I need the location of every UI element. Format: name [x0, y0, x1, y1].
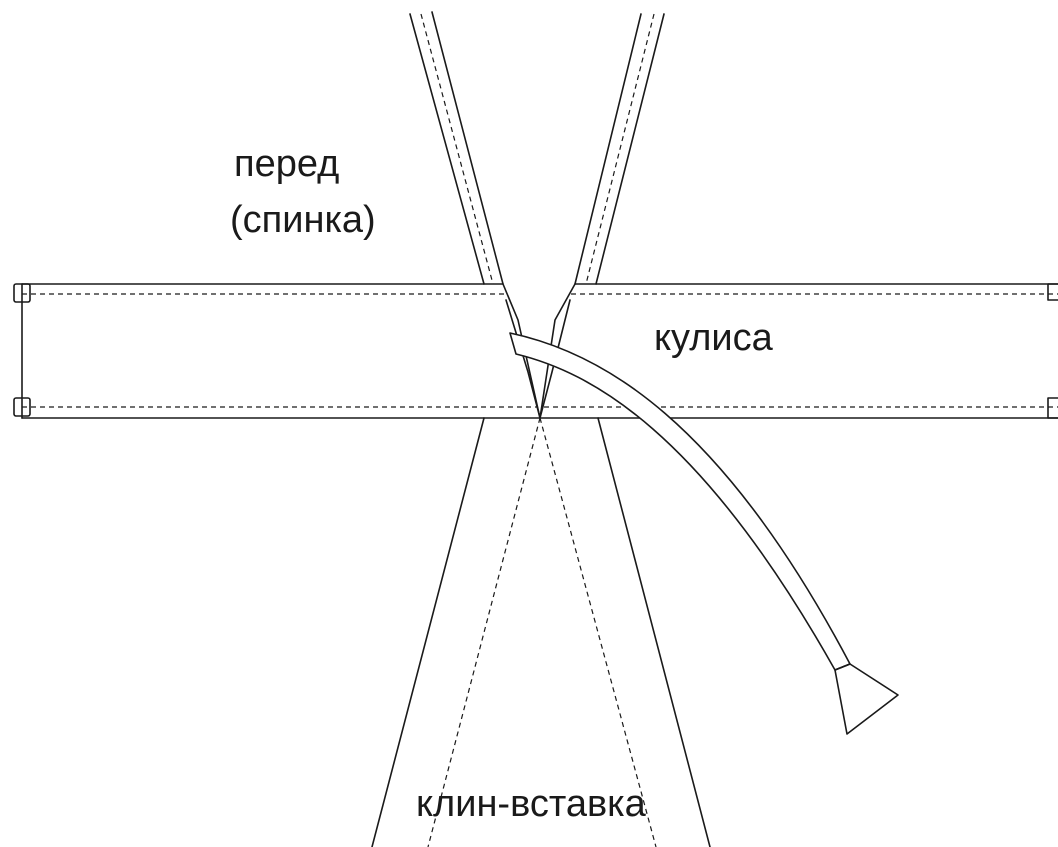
gusset-insert: [371, 417, 711, 847]
casing-left-tab-top: [13, 283, 31, 303]
casing-left-tab-bottom: [13, 397, 31, 417]
left-panel-outer-edge: [409, 13, 485, 285]
v-fold-inner-right: [539, 299, 571, 419]
label-back: (спинка): [230, 199, 376, 241]
drawstring-cord: [509, 332, 851, 671]
right-panel-seam: [585, 13, 655, 285]
left-panel-seam: [420, 13, 494, 285]
front-back-panels: [409, 11, 665, 285]
drawstring-tip: [834, 663, 899, 735]
gusset-left-edge: [371, 417, 485, 847]
label-casing: кулиса: [654, 317, 774, 359]
v-fold-inner-left: [505, 299, 541, 419]
label-gusset: клин-вставка: [416, 783, 647, 825]
drawstring-tip-joint: [834, 663, 851, 671]
right-panel-inner-edge: [574, 13, 642, 285]
gusset-left-seam: [427, 417, 541, 847]
drawstring: [509, 332, 899, 735]
casing-right-end: [1047, 283, 1058, 419]
gusset-right-seam: [539, 417, 657, 847]
label-front: перед: [234, 143, 339, 185]
left-panel-inner-edge: [431, 11, 504, 285]
gusset-right-edge: [597, 417, 711, 847]
right-panel-outer-edge: [595, 13, 665, 285]
